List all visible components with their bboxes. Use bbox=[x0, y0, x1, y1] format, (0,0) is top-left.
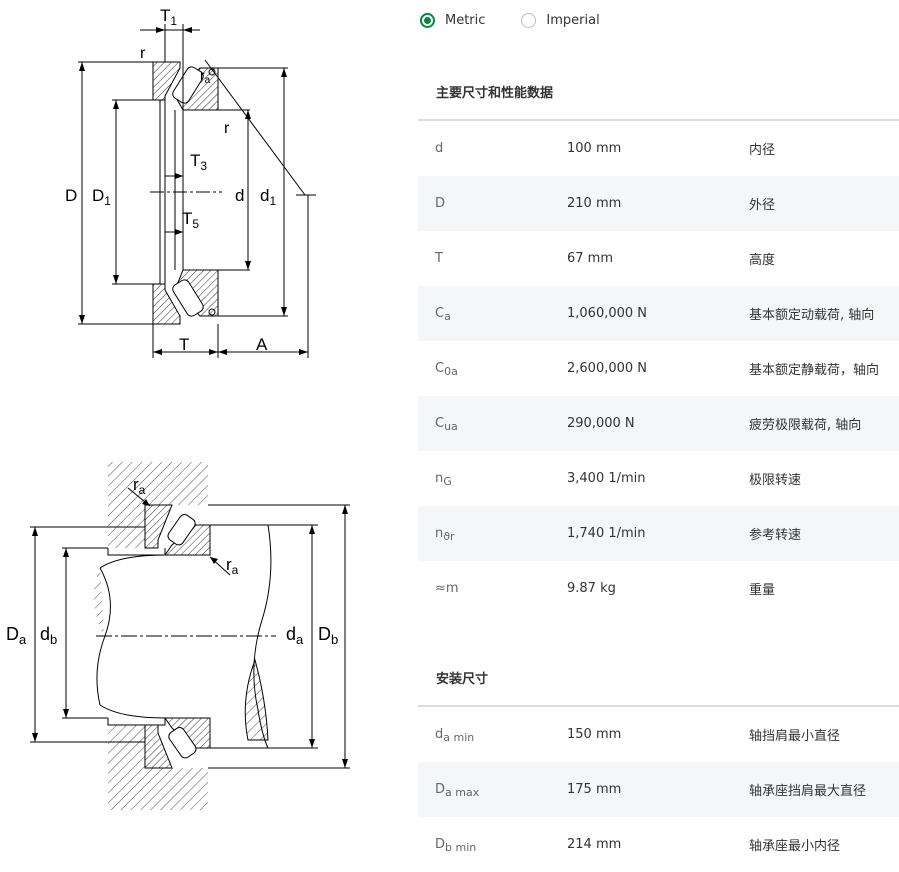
row-value: 214 mm bbox=[567, 837, 622, 852]
label-r-right: r bbox=[224, 120, 230, 137]
table-row: Cua 290,000 N 疲劳极限载荷, 轴向 bbox=[418, 396, 899, 451]
row-description: 重量 bbox=[749, 583, 776, 598]
row-value: 100 mm bbox=[567, 141, 622, 156]
row-value: 2,600,000 N bbox=[567, 361, 648, 376]
table-row: nG 3,400 1/min 极限转速 bbox=[418, 451, 899, 506]
row-description: 轴承座挡肩最大直径 bbox=[749, 784, 867, 799]
row-symbol: nϑr bbox=[435, 526, 455, 543]
row-value: 290,000 N bbox=[567, 416, 635, 431]
svg-text:da: da bbox=[286, 624, 304, 647]
label-db: d bbox=[40, 624, 50, 644]
svg-text:ra: ra bbox=[226, 555, 239, 577]
label-T3: T bbox=[190, 151, 200, 170]
svg-text:T5: T5 bbox=[182, 209, 199, 231]
row-symbol: D bbox=[435, 196, 446, 211]
row-description: 疲劳极限载荷, 轴向 bbox=[749, 418, 862, 433]
radio-unchecked-icon bbox=[521, 12, 537, 28]
label-d1: d bbox=[260, 186, 269, 205]
row-value: 67 mm bbox=[567, 251, 614, 266]
row-value: 3,400 1/min bbox=[567, 471, 646, 486]
row-description: 参考转速 bbox=[749, 528, 802, 543]
row-description: 轴承座最小内径 bbox=[749, 839, 841, 854]
svg-text:T1: T1 bbox=[160, 6, 177, 28]
mounting-drawing: ra ra Da db da Db bbox=[6, 462, 350, 810]
radio-imperial[interactable]: Imperial bbox=[521, 12, 600, 28]
svg-text:D1: D1 bbox=[92, 186, 111, 208]
label-ra-top: r bbox=[133, 475, 139, 494]
svg-text:ra: ra bbox=[200, 67, 211, 86]
table-row: Da max 175 mm 轴承座挡肩最大直径 bbox=[418, 762, 899, 817]
section-title-mounting: 安装尺寸 bbox=[436, 672, 489, 687]
svg-text:d1: d1 bbox=[260, 186, 276, 208]
row-symbol: d bbox=[435, 141, 444, 156]
label-r-top: r bbox=[140, 45, 146, 62]
row-description: 外径 bbox=[749, 198, 776, 213]
radio-imperial-label: Imperial bbox=[546, 12, 600, 28]
label-T: T bbox=[179, 335, 189, 354]
row-symbol: C0a bbox=[435, 361, 458, 378]
label-D: D bbox=[65, 186, 77, 205]
row-description: 轴挡肩最小直径 bbox=[749, 729, 841, 744]
label-Da: D bbox=[6, 624, 19, 644]
label-da: d bbox=[286, 624, 296, 644]
table-row: C0a 2,600,000 N 基本额定静载荷，轴向 bbox=[418, 341, 899, 396]
main-data-table: d 100 mm 内径 D 210 mm 外径 T 67 mm 高度 Ca 1,060,000 N 基… bbox=[418, 119, 899, 616]
row-value: 9.87 kg bbox=[567, 581, 616, 596]
label-d: d bbox=[235, 186, 244, 205]
table-row: ≈m 9.87 kg 重量 bbox=[418, 561, 899, 616]
svg-text:db: db bbox=[40, 624, 57, 647]
radio-metric[interactable]: Metric bbox=[420, 12, 486, 28]
radio-checked-icon bbox=[420, 12, 435, 28]
label-Db: D bbox=[318, 624, 331, 644]
row-value: 210 mm bbox=[567, 196, 622, 211]
label-A: A bbox=[256, 335, 268, 354]
label-D1: D bbox=[92, 186, 104, 205]
table-row: Db min 214 mm 轴承座最小内径 bbox=[418, 817, 899, 872]
row-description: 高度 bbox=[749, 253, 776, 268]
row-symbol: Cua bbox=[435, 416, 458, 433]
table-row: da min 150 mm 轴挡肩最小直径 bbox=[418, 707, 899, 762]
section-title-main: 主要尺寸和性能数据 bbox=[436, 86, 554, 101]
label-T5: T bbox=[182, 209, 192, 228]
row-symbol: Ca bbox=[435, 306, 451, 323]
row-description: 极限转速 bbox=[749, 473, 802, 488]
row-description: 基本额定动载荷, 轴向 bbox=[749, 308, 875, 323]
row-value: 1,060,000 N bbox=[567, 306, 648, 321]
row-value: 150 mm bbox=[567, 727, 622, 742]
svg-text:Da: Da bbox=[6, 624, 27, 647]
unit-switch: Metric Imperial bbox=[420, 8, 636, 32]
svg-text:ra: ra bbox=[133, 475, 146, 497]
row-symbol: da min bbox=[435, 727, 475, 744]
bearing-section-drawing: T1 r ra r D D1 T3 d d1 T5 T A bbox=[65, 6, 316, 358]
mounting-data-table: da min 150 mm 轴挡肩最小直径 Da max 175 mm 轴承座挡肩最大直径… bbox=[418, 705, 899, 872]
row-symbol: Da max bbox=[435, 782, 480, 799]
table-row: d 100 mm 内径 bbox=[418, 121, 899, 176]
table-row: D 210 mm 外径 bbox=[418, 176, 899, 231]
svg-text:T3: T3 bbox=[190, 151, 207, 173]
row-symbol: nG bbox=[435, 471, 452, 488]
row-symbol: T bbox=[435, 251, 443, 266]
table-row: Ca 1,060,000 N 基本额定动载荷, 轴向 bbox=[418, 286, 899, 341]
table-row: T 67 mm 高度 bbox=[418, 231, 899, 286]
row-description: 基本额定静载荷，轴向 bbox=[749, 363, 880, 378]
row-symbol: ≈m bbox=[435, 581, 459, 596]
row-value: 175 mm bbox=[567, 782, 622, 797]
table-row: nϑr 1,740 1/min 参考转速 bbox=[418, 506, 899, 561]
radio-metric-label: Metric bbox=[445, 12, 486, 28]
svg-text:Db: Db bbox=[318, 624, 338, 647]
row-value: 1,740 1/min bbox=[567, 526, 646, 541]
label-ra-right: r bbox=[226, 555, 232, 574]
row-symbol: Db min bbox=[435, 837, 477, 854]
row-description: 内径 bbox=[749, 143, 776, 158]
label-T1: T bbox=[160, 6, 170, 25]
bearing-drawings: T1 r ra r D D1 T3 d d1 T5 T A bbox=[0, 0, 410, 852]
